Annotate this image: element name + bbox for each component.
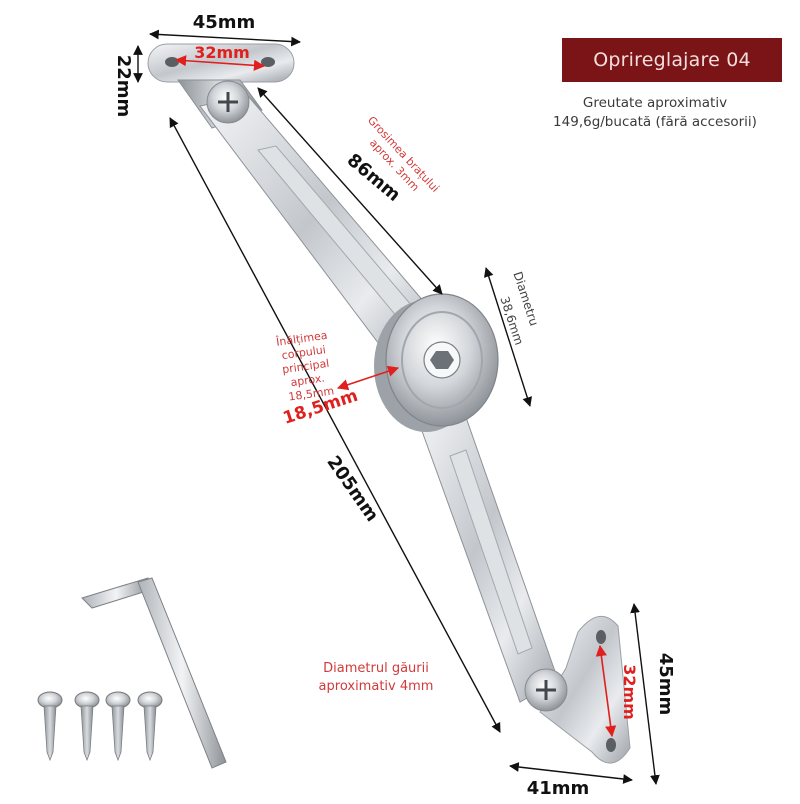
top-width-line — [149, 29, 301, 47]
bottom-width-label: 41mm — [527, 778, 590, 799]
screws — [37, 691, 163, 762]
weight-line-2: 149,6g/bucată (fără accesorii) — [553, 114, 757, 130]
bottom-hole-spacing-line — [595, 644, 617, 738]
top-hole-spacing-line — [174, 55, 266, 71]
product-badge: Oprireglajare 04 — [562, 38, 782, 82]
bottom-height-line — [630, 603, 660, 785]
lower-arm — [417, 405, 559, 703]
body-height-line — [336, 365, 400, 391]
weight-line-1: Greutate aproximativ — [582, 95, 728, 111]
screw — [137, 691, 163, 762]
total-length-line — [169, 117, 501, 733]
top-hole-spacing-label: 32mm — [194, 43, 250, 62]
badge-label: Oprireglajare 04 — [593, 49, 751, 71]
weight-note: Greutate aproximativ 149,6g/bucată (fără… — [520, 94, 790, 132]
screw — [37, 691, 63, 762]
hole-note-line-2: aproximativ 4mm — [318, 679, 434, 694]
diameter-line — [484, 267, 532, 407]
screw — [74, 691, 100, 762]
bottom-height-label: 45mm — [655, 653, 676, 716]
hole-diameter-note: Diametrul găurii aproximativ 4mm — [296, 660, 456, 696]
hole-note-line-1: Diametrul găurii — [323, 661, 429, 676]
screw — [105, 691, 131, 762]
total-length-label: 205mm — [322, 452, 382, 526]
top-width-label: 45mm — [193, 12, 256, 33]
body-height-note: Înălțimea corpului principal aprox. 18,5… — [274, 328, 339, 404]
bottom-width-line — [509, 762, 633, 784]
top-height-label: 22mm — [113, 55, 134, 118]
bottom-hole-spacing-label: 32mm — [620, 664, 639, 720]
